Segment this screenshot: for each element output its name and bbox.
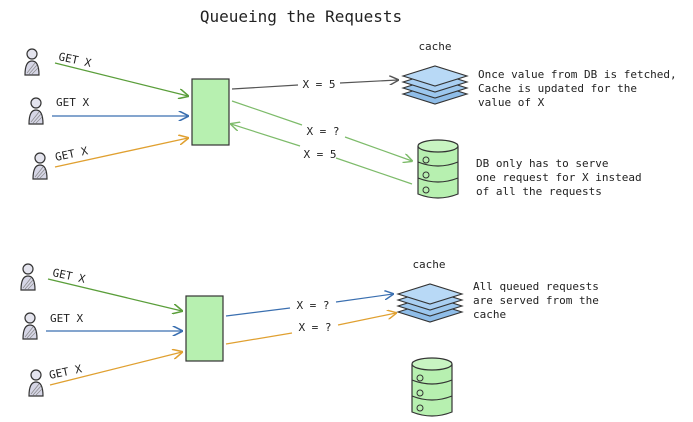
request-label: GET X	[48, 362, 83, 382]
service-box	[185, 295, 224, 362]
cache-note-line: value of X	[478, 96, 545, 109]
db-response-arrow	[231, 124, 301, 147]
cache-edge-blue-arrow	[335, 294, 393, 303]
db-note-line: DB only has to serve	[476, 157, 608, 170]
cache-label: cache	[418, 40, 451, 53]
db-note-line: of all the requests	[476, 185, 602, 198]
request-arrow-green	[54, 62, 188, 96]
diagram-title: Queueing the Requests	[200, 7, 402, 26]
cache-note-line: cache	[473, 308, 506, 321]
cache-label: cache	[412, 258, 445, 271]
db-note-line: one request for X instead	[476, 171, 642, 184]
cache-note-line: Cache is updated for the	[478, 82, 637, 95]
user-icon	[32, 152, 48, 180]
cache-note-line: are served from the	[473, 294, 599, 307]
request-arrow-orange	[54, 138, 188, 168]
cache-edge-arrow	[339, 80, 398, 83]
service-box	[191, 78, 230, 146]
cache-edge-orange-arrow	[337, 313, 396, 326]
request-label: GET X	[57, 50, 92, 70]
database-icon	[417, 139, 459, 199]
user-icon	[28, 97, 44, 125]
request-label: GET X	[56, 96, 89, 109]
cache-icon	[402, 65, 468, 105]
user-icon	[20, 263, 36, 291]
cache-edge	[231, 84, 299, 90]
bottom-section: GET X GET X GET X cache X = ? X = ? All …	[20, 258, 599, 417]
cache-edge-label: X = 5	[302, 78, 335, 91]
db-query-edge	[231, 100, 303, 126]
user-icon	[24, 48, 40, 76]
db-response-edge	[335, 157, 413, 185]
cache-icon	[397, 283, 463, 323]
db-response-label: X = 5	[303, 148, 336, 161]
cache-note-line: Once value from DB is fetched,	[478, 68, 677, 81]
request-arrow-orange	[49, 352, 182, 386]
request-label: GET X	[51, 266, 86, 286]
user-icon	[22, 312, 38, 340]
database-icon	[411, 357, 453, 417]
cache-edge-blue	[225, 307, 291, 317]
cache-edge-label: X = ?	[296, 299, 329, 312]
db-query-arrow	[344, 136, 412, 161]
top-section: GET X GET X GET X cache X = 5 X = ? X = …	[24, 40, 677, 199]
user-icon	[28, 369, 44, 397]
db-query-label: X = ?	[306, 125, 339, 138]
cache-edge-label: X = ?	[298, 321, 331, 334]
request-label: GET X	[50, 312, 83, 325]
request-arrow-green	[47, 278, 182, 311]
cache-note-line: All queued requests	[473, 280, 599, 293]
cache-edge-orange	[225, 332, 293, 345]
